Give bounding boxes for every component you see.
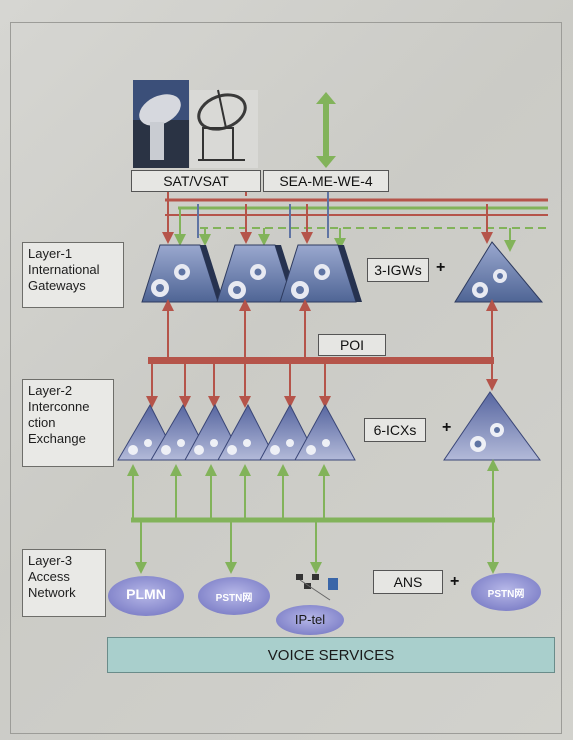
iptel-label: IP-tel [294, 612, 326, 627]
plmn-label: PLMN [126, 586, 166, 602]
icx-devices [117, 403, 356, 461]
icx-plus-sign: + [442, 419, 452, 436]
cable-system-label: SEA-ME-WE-4 [263, 170, 389, 192]
icx-device-right [443, 391, 541, 461]
voice-services-bar: VOICE SERVICES [107, 637, 555, 673]
igw-count-label: 3-IGWs [367, 258, 429, 282]
pstn-cloud-2 [471, 573, 541, 611]
sat-vsat-label: SAT/VSAT [131, 170, 261, 192]
layer2-label: Layer-2 Interconne ction Exchange [22, 379, 114, 467]
diagram-frame [10, 22, 562, 734]
plmn-cloud [108, 576, 184, 616]
igw-device-3 [279, 244, 362, 303]
layer1-label: Layer-1 International Gateways [22, 242, 124, 308]
poi-bar [148, 357, 494, 364]
igw-device-4 [454, 241, 544, 303]
icx-count-label: 6-ICXs [364, 418, 426, 442]
igw-plus-sign: + [436, 259, 446, 276]
pstn-label-2: PSTN网 [487, 589, 525, 600]
poi-label: POI [318, 334, 386, 356]
pstn-label-1: PSTN网 [215, 593, 253, 604]
satellite-photo [133, 80, 189, 168]
ans-plus-sign: + [450, 573, 460, 590]
layer3-label: Layer-3 Access Network [22, 549, 106, 617]
igw-device-1 [141, 244, 224, 303]
antenna-tower-photo [190, 89, 258, 168]
pstn-cloud-1 [198, 577, 270, 615]
ans-label: ANS [373, 570, 443, 594]
iptel-cloud [276, 605, 344, 635]
ip-terminal-icons [296, 574, 338, 601]
